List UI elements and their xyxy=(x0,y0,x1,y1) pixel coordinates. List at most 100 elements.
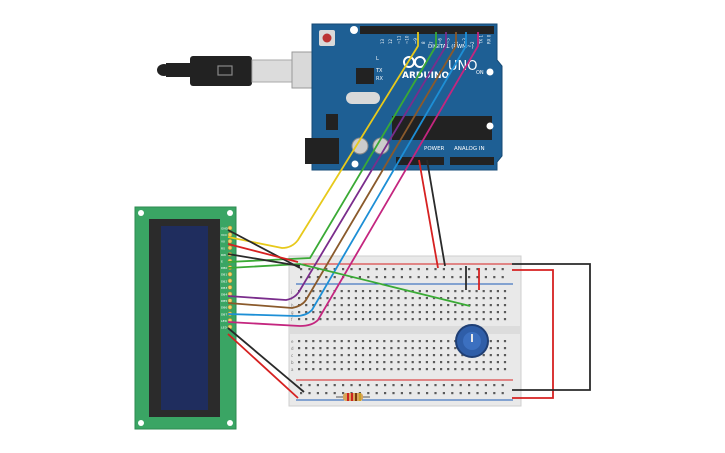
breadboard-hole xyxy=(300,276,303,279)
digital-pin-label: ~11 xyxy=(396,35,401,44)
breadboard-hole xyxy=(503,311,507,314)
breadboard-hole xyxy=(369,304,372,307)
breadboard-hole xyxy=(361,290,365,293)
breadboard-hole xyxy=(312,368,315,371)
rx-label: RX xyxy=(376,76,383,82)
breadboard-hole xyxy=(376,347,379,350)
row-letter: j xyxy=(290,289,292,294)
lcd-pin xyxy=(227,245,233,251)
breadboard-hole xyxy=(451,384,454,387)
breadboard-hole xyxy=(482,311,485,314)
on-label: ON xyxy=(476,70,484,76)
breadboard-hole xyxy=(496,304,499,307)
breadboard-hole xyxy=(312,347,315,350)
breadboard-hole xyxy=(354,368,357,371)
breadboard-hole xyxy=(447,361,450,364)
breadboard-hole xyxy=(503,361,507,364)
breadboard-hole xyxy=(369,354,372,357)
breadboard-hole xyxy=(384,392,387,395)
breadboard-hole xyxy=(369,297,372,300)
breadboard-hole xyxy=(432,347,436,350)
breadboard-hole xyxy=(493,268,496,271)
breadboard-hole xyxy=(459,384,462,387)
breadboard-hole xyxy=(454,361,457,364)
breadboard-hole xyxy=(308,392,311,395)
breadboard-hole xyxy=(440,311,443,314)
lcd-pin-header: GNDVCCV0RSRWEDB0DB1DB2DB3DB4DB5DB6DB7LED… xyxy=(221,225,233,330)
breadboard-hole xyxy=(484,276,487,279)
breadboard-hole xyxy=(440,368,443,371)
analog-label: ANALOG IN xyxy=(454,146,485,152)
breadboard-hole xyxy=(475,290,478,293)
breadboard-hole xyxy=(418,318,421,321)
digital-pin-label: ~6 xyxy=(437,38,442,44)
tx-label: TX xyxy=(375,68,383,74)
breadboard-hole xyxy=(376,297,379,300)
breadboard-hole xyxy=(461,318,464,321)
breadboard-hole xyxy=(409,392,412,395)
breadboard-hole xyxy=(489,340,492,343)
breadboard-hole xyxy=(375,268,378,271)
breadboard-hole xyxy=(459,268,462,271)
breadboard-hole xyxy=(468,276,471,279)
breadboard-hole xyxy=(404,347,407,350)
wire-red-lcd xyxy=(227,243,299,263)
breadboard-hole xyxy=(397,311,400,314)
breadboard-hole xyxy=(298,297,301,300)
breadboard-hole xyxy=(404,297,407,300)
row-letter: h xyxy=(291,303,294,308)
breadboard-hole xyxy=(326,368,329,371)
breadboard-hole xyxy=(468,318,471,321)
breadboard-hole xyxy=(442,276,445,279)
breadboard-hole xyxy=(369,347,372,350)
breadboard-hole xyxy=(482,368,485,371)
breadboard-hole xyxy=(298,368,301,371)
breadboard-hole xyxy=(369,361,372,364)
breadboard-hole xyxy=(411,368,414,371)
breadboard-hole xyxy=(312,304,315,307)
breadboard-hole xyxy=(354,354,357,357)
breadboard-hole xyxy=(298,318,301,321)
breadboard-hole xyxy=(347,318,350,321)
breadboard-hole xyxy=(312,340,315,343)
breadboard-hole xyxy=(397,297,400,300)
breadboard-hole xyxy=(411,361,414,364)
breadboard-hole xyxy=(496,340,499,343)
breadboard-hole xyxy=(383,347,386,350)
breadboard-hole xyxy=(440,361,443,364)
breadboard-hole xyxy=(361,361,365,364)
breadboard-hole xyxy=(308,384,311,387)
breadboard-hole xyxy=(333,304,336,307)
breadboard-hole xyxy=(400,392,403,395)
breadboard-hole xyxy=(461,368,464,371)
lcd-pin-label: DB2 xyxy=(221,279,227,283)
breadboard-hole xyxy=(489,290,492,293)
lcd-pin xyxy=(227,304,233,310)
wire-blue xyxy=(227,32,467,317)
breadboard-hole xyxy=(305,361,308,364)
breadboard-hole xyxy=(440,318,443,321)
breadboard-hole xyxy=(418,311,421,314)
breadboard-hole xyxy=(496,368,499,371)
breadboard-hole xyxy=(383,354,386,357)
breadboard-hole xyxy=(340,340,343,343)
breadboard-hole xyxy=(340,368,343,371)
breadboard-hole xyxy=(503,347,507,350)
breadboard-hole xyxy=(367,268,370,271)
wire-green-pot xyxy=(227,263,471,307)
breadboard-hole xyxy=(333,392,336,395)
lcd-pin-label: LED xyxy=(221,326,228,330)
breadboard-hole xyxy=(392,392,395,395)
lcd-screen xyxy=(161,226,208,410)
breadboard-hole xyxy=(425,361,428,364)
breadboard-hole xyxy=(361,340,365,343)
crystal xyxy=(346,92,380,104)
breadboard-hole xyxy=(367,392,370,395)
wire-black-lcd-1 xyxy=(227,229,301,269)
breadboard-hole xyxy=(442,268,445,271)
breadboard-hole xyxy=(459,392,462,395)
breadboard-hole xyxy=(454,311,457,314)
